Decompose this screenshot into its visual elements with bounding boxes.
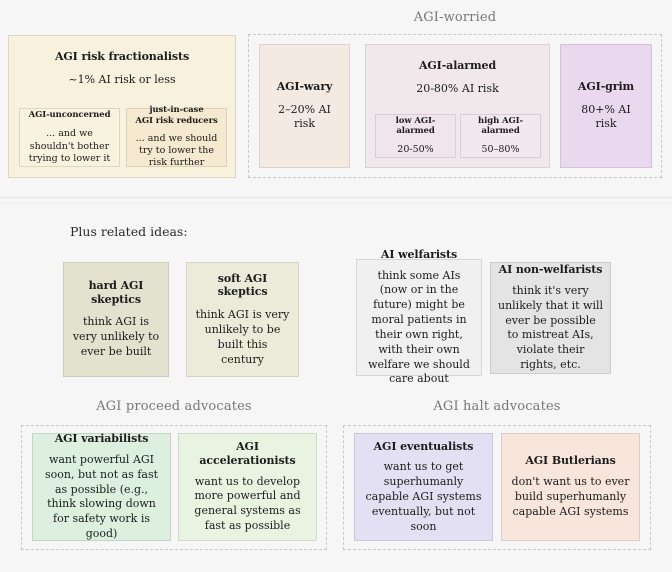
card-title: high AGI-alarmed: [478, 115, 523, 137]
card-agi-unconcerned[interactable]: AGI-unconcerned ... and we shouldn't bot…: [19, 108, 120, 167]
card-title: AI welfarists: [380, 247, 458, 261]
card-soft-agi-skeptics[interactable]: soft AGI skeptics think AGI is very unli…: [186, 262, 299, 377]
card-subtitle: 80+% AI risk: [581, 102, 631, 131]
card-title: AGI-alarmed: [418, 59, 497, 72]
card-agi-grim[interactable]: AGI-grim 80+% AI risk: [560, 44, 652, 168]
card-agi-alarmed[interactable]: AGI-alarmed 20-80% AI risk low AGI-alarm…: [365, 44, 550, 168]
card-title: AGI-wary: [276, 79, 333, 93]
card-title: soft AGI skeptics: [217, 271, 268, 299]
card-low-agi-alarmed[interactable]: low AGI-alarmed 20-50%: [375, 114, 456, 158]
card-text: want us to get superhumanly capable AGI …: [365, 460, 482, 533]
card-agi-butlerians[interactable]: AGI Butlerians don't want us to ever bui…: [501, 433, 640, 541]
card-text: want powerful AGI soon, but not as fast …: [44, 452, 159, 541]
card-title: AGI variabilists: [54, 432, 149, 446]
card-agi-eventualists[interactable]: AGI eventualists want us to get superhum…: [354, 433, 493, 541]
group-label-agi-proceed-advocates: AGI proceed advocates: [96, 399, 252, 414]
card-text: think some AIs (now or in the future) mi…: [368, 268, 470, 386]
group-agi-worried: [248, 34, 662, 178]
card-subtitle: 20-80% AI risk: [416, 81, 499, 95]
card-high-agi-alarmed[interactable]: high AGI-alarmed 50–80%: [460, 114, 541, 158]
card-title: low AGI-alarmed: [395, 115, 436, 137]
card-text: don't want us to ever build superhumanly…: [511, 475, 630, 518]
card-text: think it's very unlikely that it will ev…: [498, 283, 603, 372]
card-text: ... and we should try to lower the risk …: [135, 132, 218, 169]
card-title-line-1: just-in-case: [149, 105, 204, 116]
card-agi-variabilists[interactable]: AGI variabilists want powerful AGI soon,…: [32, 432, 171, 541]
card-agi-accelerationists[interactable]: AGI accelerationists want us to develop …: [178, 433, 317, 541]
card-text: 20-50%: [397, 143, 434, 155]
group-agi-proceed-advocates: [21, 425, 327, 550]
card-agi-risk-fractionalists[interactable]: AGI risk fractionalists ~1% AI risk or l…: [8, 35, 236, 178]
group-label-agi-halt-advocates: AGI halt advocates: [433, 399, 561, 414]
card-subtitle: ~1% AI risk or less: [68, 72, 176, 86]
card-title: hard AGI skeptics: [88, 278, 144, 306]
card-text: think AGI is very unlikely to be built t…: [195, 308, 290, 366]
card-text: 50–80%: [481, 143, 520, 155]
card-title: AGI risk fractionalists: [54, 50, 190, 63]
card-hard-agi-skeptics[interactable]: hard AGI skeptics think AGI is very unli…: [63, 262, 169, 377]
card-just-in-case-agi-risk-reducers[interactable]: just-in-case AGI risk reducers ... and w…: [126, 105, 227, 169]
section-divider-top-2: [0, 202, 672, 203]
card-title-line-2: AGI risk reducers: [135, 115, 218, 126]
card-subtitle: 2–20% AI risk: [278, 102, 331, 131]
card-title: AGI accelerationists: [199, 440, 296, 467]
card-title: AGI-unconcerned: [28, 109, 111, 120]
card-ai-non-welfarists[interactable]: AI non-welfarists think it's very unlike…: [490, 262, 611, 374]
section-divider-top: [0, 197, 672, 198]
card-text: want us to develop more powerful and gen…: [194, 474, 301, 533]
card-title: AI non-welfarists: [498, 263, 603, 277]
card-title: AGI-grim: [577, 79, 635, 93]
card-text: think AGI is very unlikely to ever be bu…: [72, 315, 160, 359]
group-label-agi-worried: AGI-worried: [413, 10, 497, 25]
card-ai-welfarists[interactable]: AI welfarists think some AIs (now or in …: [356, 248, 482, 385]
plus-related-ideas-label: Plus related ideas:: [70, 224, 188, 239]
card-title: AGI eventualists: [373, 439, 474, 453]
card-text: ... and we shouldn't bother trying to lo…: [28, 128, 111, 164]
card-title: AGI Butlerians: [525, 454, 616, 468]
card-agi-wary[interactable]: AGI-wary 2–20% AI risk: [259, 44, 350, 168]
group-agi-halt-advocates: [343, 425, 651, 550]
